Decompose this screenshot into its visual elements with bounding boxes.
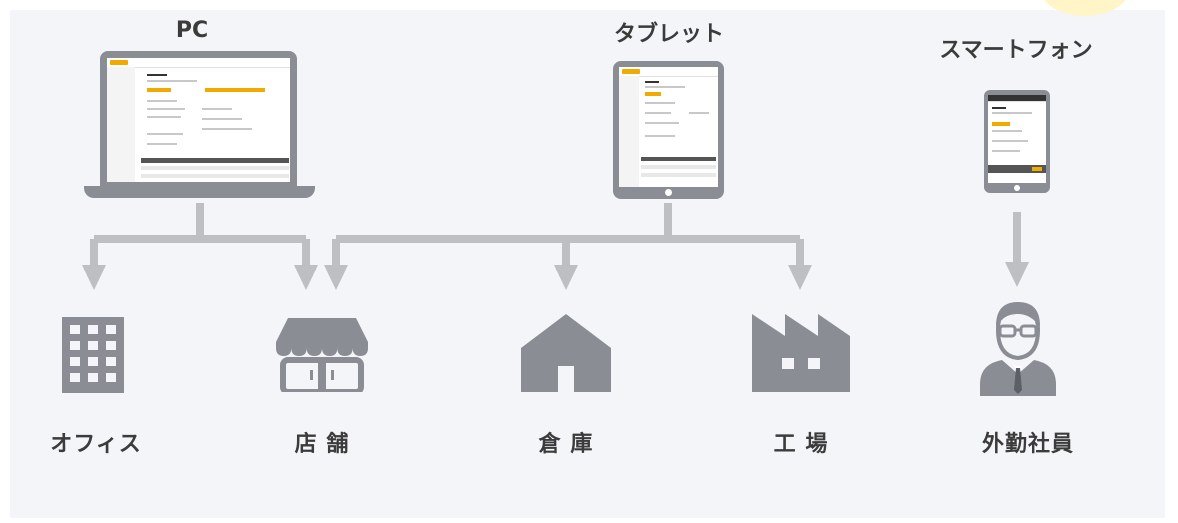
warehouse-icon (521, 314, 611, 392)
businessman-icon (980, 302, 1056, 396)
laptop-icon (100, 51, 297, 186)
tablet-home-button (665, 189, 672, 196)
warehouse-label: 倉 庫 (538, 432, 594, 457)
arrow-store-left (294, 265, 318, 290)
decorative-blob (1040, 0, 1130, 16)
arrow-field-staff (1005, 262, 1029, 287)
arrow-office (82, 265, 106, 290)
arrow-store-right (324, 265, 348, 290)
smartphone-screen-content (988, 95, 1046, 183)
smartphone-icon (984, 90, 1050, 193)
laptop-base (84, 186, 315, 198)
field-staff-label: 外勤社員 (981, 432, 1075, 457)
factory-icon (752, 314, 850, 392)
tablet-icon (613, 61, 724, 199)
tablet-label: タブレット (613, 22, 725, 47)
storefront-icon (276, 318, 368, 392)
tablet-screen-content (619, 67, 718, 187)
smartphone-label: スマートフォン (939, 38, 1093, 63)
store-label: 店 舗 (294, 432, 350, 457)
smartphone-home-button (1014, 185, 1020, 191)
arrow-factory (788, 265, 812, 290)
tablet-connector (332, 203, 804, 265)
arrow-warehouse (554, 265, 578, 290)
pc-label: PC (175, 18, 209, 43)
factory-label: 工 場 (773, 432, 829, 457)
laptop-screen-content (107, 58, 290, 182)
office-building-icon (62, 317, 124, 393)
pc-connector (90, 203, 310, 265)
office-label: オフィス (50, 432, 142, 457)
